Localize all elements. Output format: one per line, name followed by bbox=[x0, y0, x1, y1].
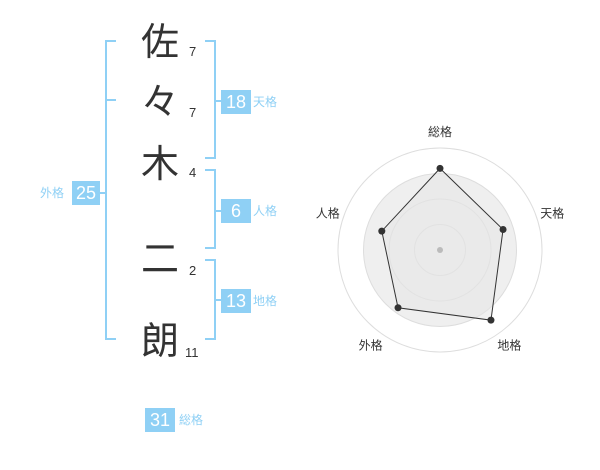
tenkaku-label: 天格 bbox=[253, 95, 278, 109]
chikaku-value: 13 bbox=[221, 289, 251, 313]
radar-center bbox=[437, 247, 443, 253]
name-char-5: 朗 bbox=[140, 319, 179, 363]
tenkaku-bracket bbox=[205, 40, 216, 159]
name-char-3: 木 bbox=[140, 142, 179, 186]
gaikaku-bracket bbox=[105, 40, 116, 340]
jinkaku-label: 人格 bbox=[253, 204, 278, 218]
gaikaku-value: 25 bbox=[72, 181, 100, 205]
chikaku-label: 地格 bbox=[253, 294, 278, 308]
radar-point-5 bbox=[378, 227, 386, 235]
stroke-count-2: 7 bbox=[189, 105, 197, 120]
radar-axis-label-3: 地格 bbox=[497, 337, 521, 352]
radar-axis-label-4: 外格 bbox=[359, 337, 383, 352]
stroke-count-1: 7 bbox=[189, 44, 197, 59]
name-char-2: 々 bbox=[140, 80, 179, 124]
radar-point-1 bbox=[436, 164, 444, 172]
radar-polygon bbox=[381, 167, 504, 321]
jinkaku-value: 6 bbox=[221, 199, 251, 223]
gaikaku-label: 外格 bbox=[40, 186, 65, 200]
name-char-4: 二 bbox=[140, 237, 179, 281]
name-char-1: 佐 bbox=[140, 20, 179, 64]
radar-point-2 bbox=[499, 226, 507, 234]
jinkaku-bracket bbox=[205, 169, 216, 249]
stroke-count-3: 4 bbox=[189, 165, 197, 180]
radar-axis-label-1: 総格 bbox=[428, 124, 452, 139]
radar-axis-label-2: 天格 bbox=[540, 206, 564, 221]
soukaku-label: 総格 bbox=[179, 413, 204, 427]
radar-point-4 bbox=[394, 304, 402, 312]
stroke-count-5: 11 bbox=[185, 345, 199, 360]
radar-axis-label-5: 人格 bbox=[316, 206, 340, 221]
stroke-count-4: 2 bbox=[189, 263, 197, 278]
soukaku-value: 31 bbox=[145, 408, 175, 432]
radar-point-3 bbox=[487, 316, 495, 324]
tenkaku-value: 18 bbox=[221, 90, 251, 114]
